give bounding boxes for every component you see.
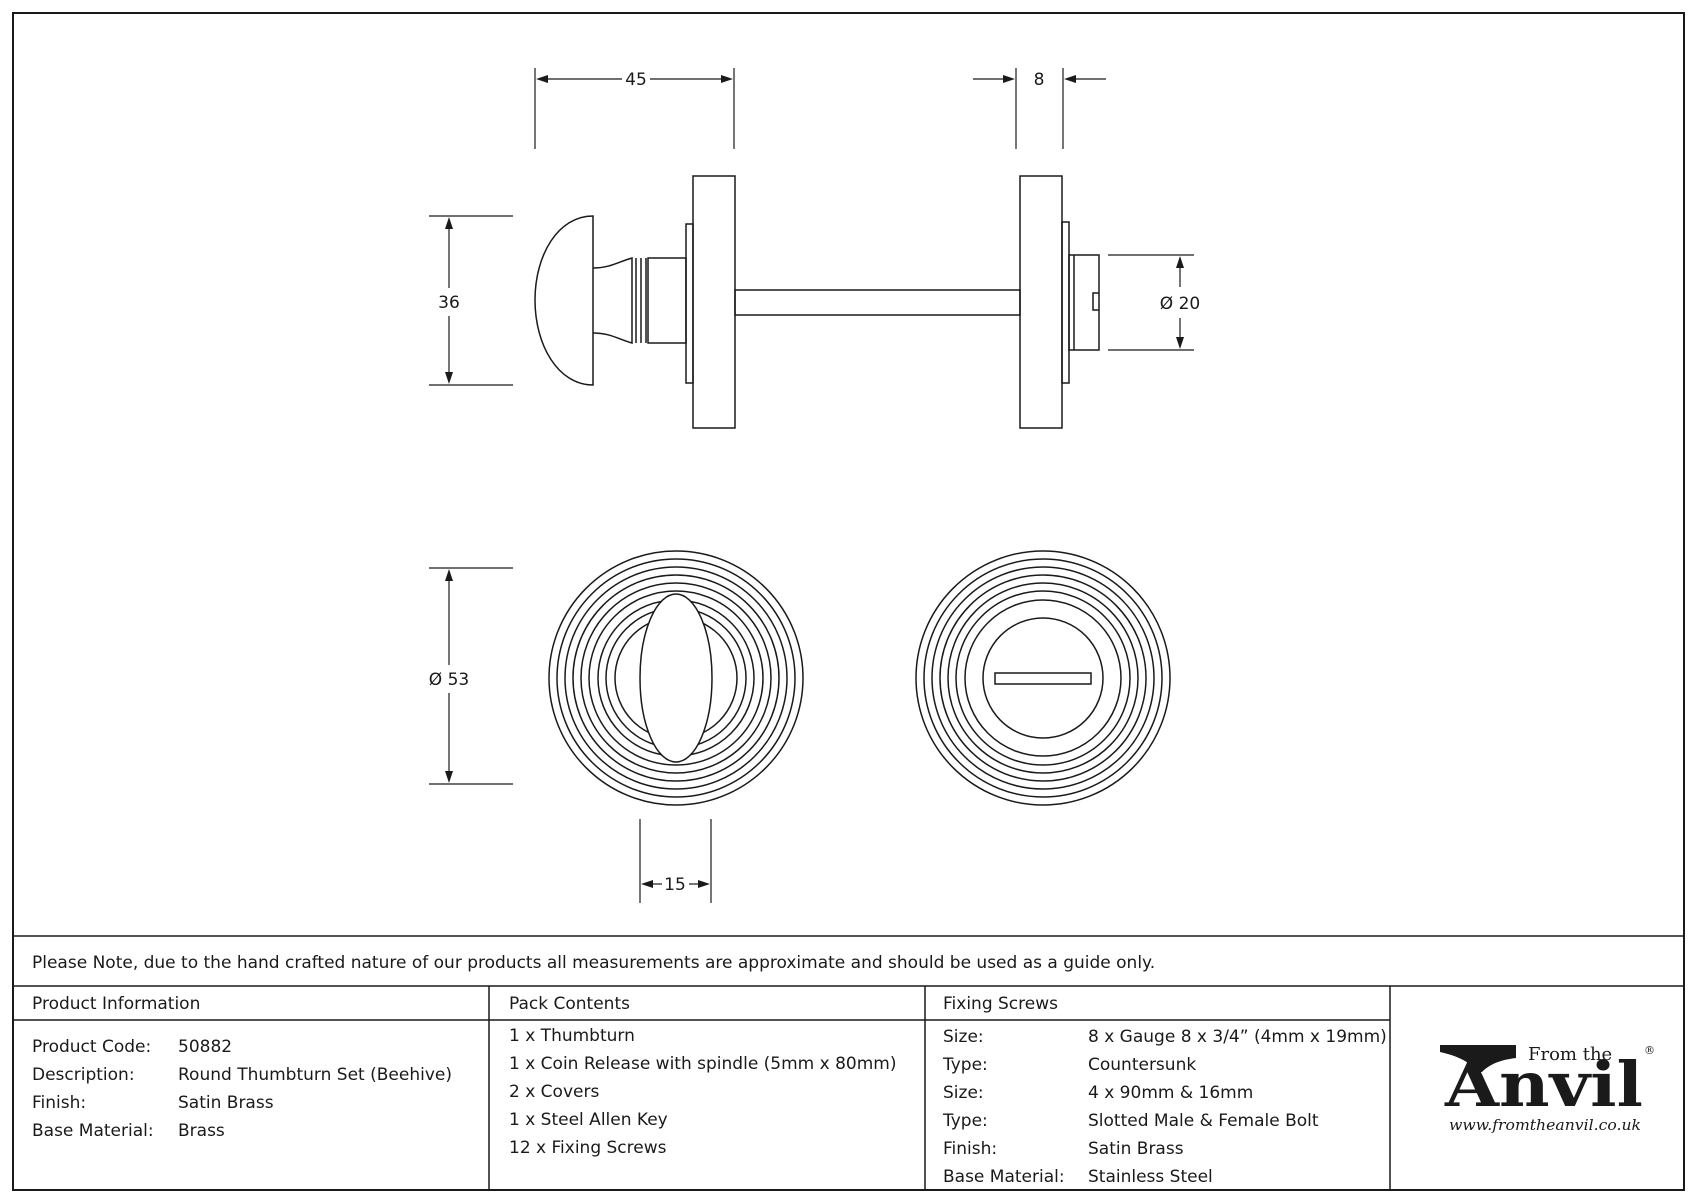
disclaimer-note: Please Note, due to the hand crafted nat… (32, 953, 1155, 973)
product-info-section: Product Information Product Code: 50882 … (32, 994, 452, 1141)
spindle (734, 289, 1021, 316)
product-info-label: Finish: (32, 1093, 86, 1113)
thumbturn-grip (639, 593, 713, 763)
right-rose (1019, 175, 1063, 429)
dim-spindle-diameter: Ø 20 (1160, 294, 1200, 314)
pack-item: 1 x Steel Allen Key (509, 1110, 668, 1130)
product-info-label: Description: (32, 1065, 135, 1085)
fixing-label: Type: (942, 1111, 988, 1131)
right-rose-flange (1061, 221, 1070, 384)
coin-release (1068, 254, 1100, 351)
pack-contents-section: Pack Contents 1 x Thumbturn 1 x Coin Rel… (509, 994, 897, 1158)
info-table-lines (13, 935, 1684, 1190)
left-rose (692, 175, 736, 429)
brand-url: www.fromtheanvil.co.uk (1449, 1116, 1641, 1134)
dim-rose-thickness: 8 (1034, 70, 1045, 90)
product-info-label: Product Code: (32, 1037, 151, 1057)
product-info-value: Satin Brass (178, 1093, 274, 1113)
fixing-value: Countersunk (1088, 1055, 1196, 1075)
brand-from-the: From the (1528, 1044, 1612, 1065)
product-info-value: Brass (178, 1121, 225, 1141)
knob-neck (592, 257, 633, 344)
brand-logo: From the Anvil ® www.fromtheanvil.co.uk (1440, 1044, 1655, 1134)
product-info-value: Round Thumbturn Set (Beehive) (178, 1065, 452, 1085)
pack-contents-header: Pack Contents (509, 994, 630, 1014)
fixing-screws-header: Fixing Screws (943, 994, 1058, 1014)
pack-item: 1 x Coin Release with spindle (5mm x 80m… (509, 1054, 897, 1074)
fixing-label: Base Material: (943, 1167, 1065, 1187)
fixing-value: 8 x Gauge 8 x 3/4” (4mm x 19mm) (1088, 1027, 1387, 1047)
brand-registered-mark: ® (1644, 1044, 1655, 1057)
sheet-border (12, 12, 1685, 1191)
product-info-header: Product Information (32, 994, 200, 1014)
product-info-value: 50882 (178, 1037, 232, 1057)
fixing-label: Size: (943, 1083, 984, 1103)
left-rose-flange (685, 223, 694, 384)
coin-slot (994, 672, 1092, 685)
pack-item: 2 x Covers (509, 1082, 599, 1102)
anvil-icon (1440, 1045, 1516, 1072)
fixing-label: Size: (943, 1027, 984, 1047)
fixing-value: Slotted Male & Female Bolt (1088, 1111, 1319, 1131)
fixing-label: Finish: (943, 1139, 997, 1159)
dim-rose-diameter: Ø 53 (429, 670, 469, 690)
product-info-label: Base Material: (32, 1121, 154, 1141)
fixing-value: 4 x 90mm & 16mm (1088, 1083, 1253, 1103)
dim-knob-height: 36 (438, 293, 460, 313)
side-view (534, 175, 1100, 429)
dimension-lines (429, 68, 1194, 903)
pack-item: 12 x Fixing Screws (509, 1138, 667, 1158)
knob-dome (534, 215, 594, 386)
pack-item: 1 x Thumbturn (509, 1026, 635, 1046)
dim-knob-width: 15 (664, 875, 686, 895)
front-view-coin-release (915, 550, 1171, 806)
front-view-thumbturn (548, 550, 804, 806)
fixing-label: Type: (942, 1055, 988, 1075)
fixing-value: Satin Brass (1088, 1139, 1184, 1159)
fixing-value: Stainless Steel (1088, 1167, 1213, 1187)
dimension-labels: 45 8 36 Ø 20 Ø 53 15 (429, 70, 1200, 895)
dim-knob-length: 45 (625, 70, 647, 90)
fixing-screws-section: Fixing Screws Size: 8 x Gauge 8 x 3/4” (… (942, 994, 1387, 1187)
